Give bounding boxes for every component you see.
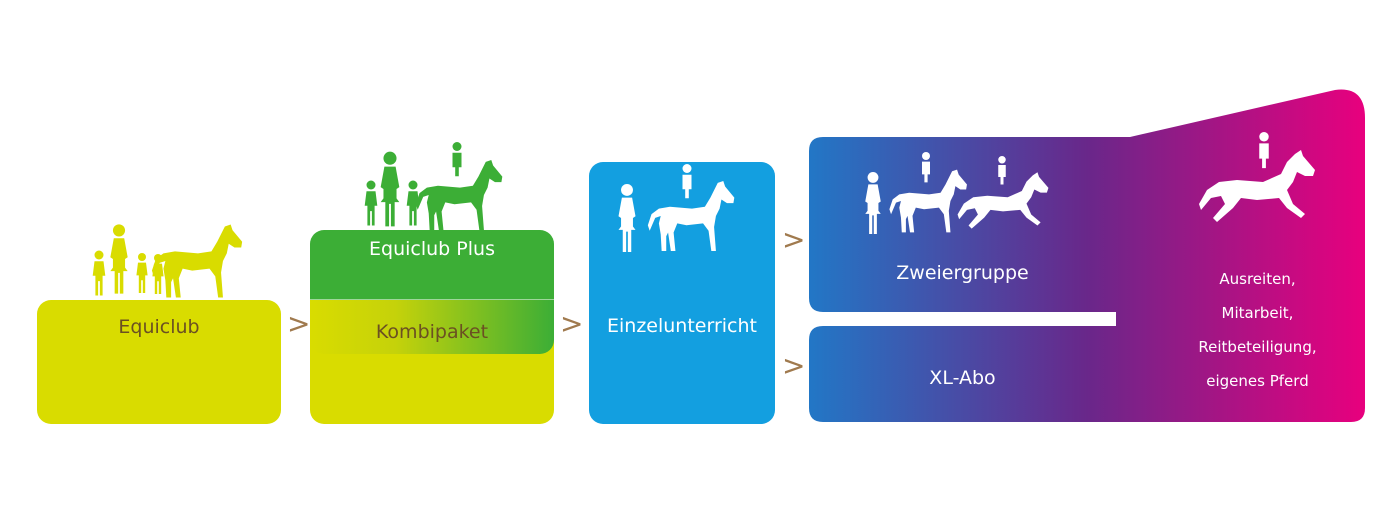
kombipaket-blend bbox=[310, 300, 554, 354]
arrow-4: > bbox=[782, 349, 806, 382]
advanced-activities: Ausreiten, Mitarbeit, Reitbeteiligung, e… bbox=[1150, 262, 1365, 398]
advanced-line-3: Reitbeteiligung, bbox=[1198, 338, 1317, 356]
equiclub-box bbox=[37, 300, 281, 424]
advanced-line-4: eigenes Pferd bbox=[1206, 372, 1309, 390]
arrow-3: > bbox=[782, 223, 806, 256]
einzelunterricht-label: Einzelunterricht bbox=[607, 315, 757, 337]
trotting-rider-icon bbox=[1199, 132, 1315, 222]
zweiergruppe-label: Zweiergruppe bbox=[896, 262, 1029, 284]
instructor-with-two-riders-icon bbox=[865, 152, 1049, 234]
advanced-line-1: Ausreiten, bbox=[1219, 270, 1296, 288]
einzelunterricht-box bbox=[589, 162, 775, 424]
equiclub-label: Equiclub bbox=[118, 316, 200, 338]
advanced-line-2: Mitarbeit, bbox=[1221, 304, 1294, 322]
equiclub-plus-label: Equiclub Plus bbox=[369, 238, 495, 260]
arrow-2: > bbox=[560, 307, 584, 340]
kombipaket-label: Kombipaket bbox=[375, 321, 489, 343]
xl-abo-label: XL-Abo bbox=[929, 367, 996, 389]
arrow-1: > bbox=[287, 307, 311, 340]
